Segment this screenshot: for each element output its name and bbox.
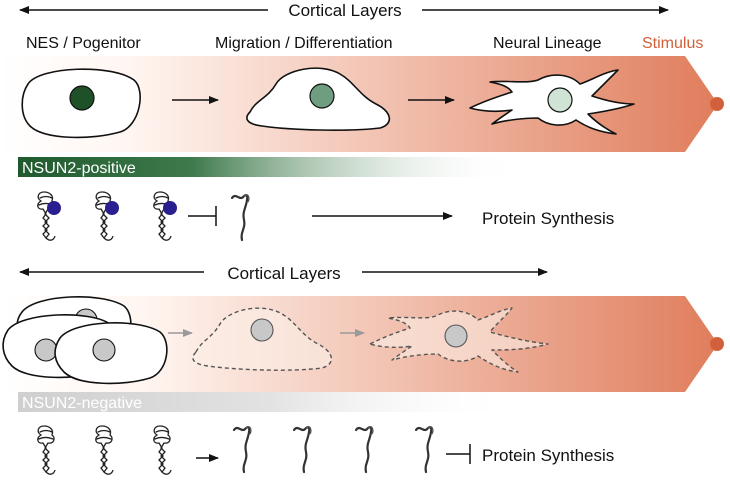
nucleus-negative [250, 318, 274, 342]
rna-strand-icon [230, 193, 250, 242]
nucleus-neuron [547, 87, 573, 113]
protein-synthesis-label-bottom: Protein Synthesis [482, 446, 614, 465]
rna-strand-icon [354, 425, 374, 474]
cortical-layers-label: Cortical Layers [288, 1, 401, 20]
inhibition-bar-icon [188, 206, 217, 226]
rna-strand-icon [414, 425, 434, 474]
migrating-cell-faded [192, 307, 332, 371]
differentiation-gradient-band [0, 296, 718, 392]
stage-label-progenitor: NES / Pogenitor [26, 35, 141, 52]
bottom-panel: Cortical Layers NSUN2-negative [0, 260, 724, 475]
rna-fragment-group [232, 425, 434, 474]
nsun2-negative-bar [18, 392, 518, 412]
unmethylated-trna-group [37, 425, 172, 475]
nucleus-progenitor [69, 85, 95, 111]
stimulus-dot [710, 97, 724, 111]
nucleus-negative [34, 338, 58, 362]
top-panel: Cortical Layers NES / Pogenitor Migratio… [0, 0, 724, 242]
stage-label-migration: Migration / Differentiation [215, 35, 393, 52]
neuron-cell [469, 69, 635, 135]
inhibition-bar-icon [446, 444, 471, 464]
trna-cloverleaf-icon [95, 191, 114, 241]
stage-label-neural-lineage: Neural Lineage [493, 35, 602, 52]
progenitor-cell-cluster [2, 296, 168, 385]
progenitor-cell [21, 68, 141, 139]
nsun2-positive-label: NSUN2-positive [22, 160, 136, 177]
migrating-cell [246, 67, 391, 131]
nsun2-positive-bar [18, 157, 518, 177]
nucleus-migrating [309, 83, 335, 109]
protein-synthesis-label-top: Protein Synthesis [482, 209, 614, 228]
trna-cloverleaf-icon [153, 191, 172, 241]
methyl-mark-icon [163, 201, 177, 215]
cortical-layers-label: Cortical Layers [227, 264, 340, 283]
neuron-cell-faded [369, 307, 549, 373]
stimulus-dot [710, 337, 724, 351]
rna-strand-icon [232, 425, 252, 474]
methylated-trna-group [37, 191, 177, 241]
trna-cloverleaf-icon [95, 425, 114, 475]
methyl-mark-icon [105, 201, 119, 215]
nucleus-negative [444, 324, 468, 348]
nucleus-negative [92, 338, 116, 362]
trna-cloverleaf-icon [37, 425, 56, 475]
methyl-mark-icon [47, 201, 61, 215]
stimulus-label: Stimulus [642, 35, 703, 52]
trna-cloverleaf-icon [37, 191, 56, 241]
trna-cloverleaf-icon [153, 425, 172, 475]
nsun2-negative-label: NSUN2-negative [22, 395, 142, 412]
rna-strand-icon [292, 425, 312, 474]
